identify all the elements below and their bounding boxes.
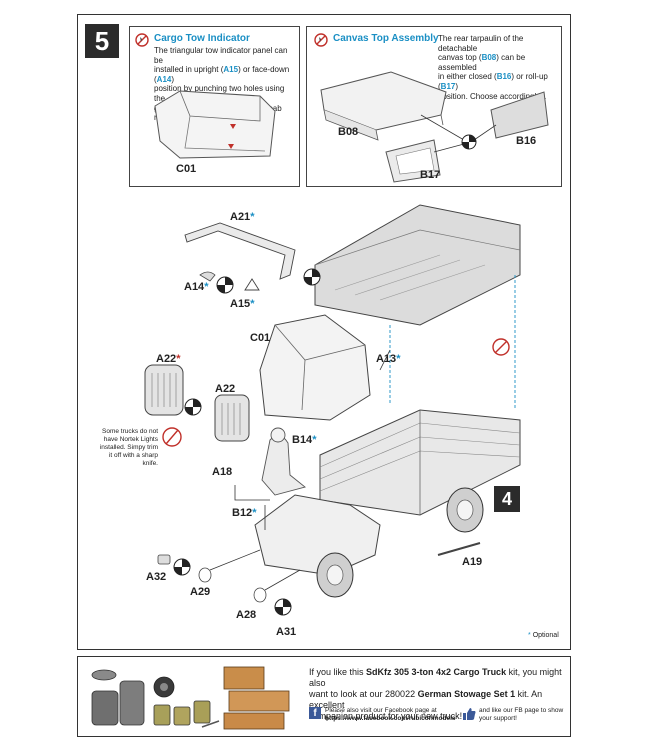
truck-assembly-drawing: [144, 204, 521, 616]
prohibited-glue-icon: [492, 338, 510, 356]
prohibited-glue-icon: [135, 33, 149, 47]
label-a31: A31: [276, 626, 297, 638]
footer-promo-text: If you like this SdKfz 305 3-ton 4x2 Car…: [309, 667, 562, 721]
glue-point-icon: [216, 276, 234, 294]
label-b17: B17: [420, 169, 441, 181]
canvas-top-title: Canvas Top Assembly: [333, 33, 439, 44]
label-b16: B16: [516, 135, 537, 147]
label-a18: A18: [212, 466, 233, 478]
label-a29: A29: [190, 586, 211, 598]
step-number-badge: 5: [85, 24, 119, 58]
label-b08: B08: [338, 126, 359, 138]
label-a22-red: A22*: [156, 353, 181, 365]
instruction-frame: [77, 14, 571, 650]
stowage-set-illustration: [91, 666, 290, 730]
facebook-icon: f: [309, 707, 321, 719]
label-a14: A14*: [184, 281, 209, 293]
canvas-top-drawing: [320, 71, 549, 183]
label-a32: A32: [146, 571, 167, 583]
glue-point-icon: [303, 268, 321, 286]
nortek-lights-note: Some trucks do not have Nortek Lights in…: [99, 428, 158, 467]
label-a22: A22: [215, 383, 236, 395]
label-a15: A15*: [230, 298, 255, 310]
label-c01-detail: C01: [176, 163, 197, 175]
label-a19: A19: [462, 556, 483, 568]
footer-ad-panel: If you like this SdKfz 305 3-ton 4x2 Car…: [77, 656, 571, 737]
label-b12: B12*: [232, 507, 257, 519]
prohibited-glue-icon: [314, 33, 328, 47]
glue-point-icon: [173, 558, 191, 576]
label-c01: C01: [250, 332, 271, 344]
label-a28: A28: [236, 609, 257, 621]
optional-legend: * Optional: [528, 632, 559, 639]
label-a13: A13*: [376, 353, 401, 365]
glue-point-icon: [274, 598, 292, 616]
label-b14: B14*: [292, 434, 317, 446]
tow-indicator-title: Cargo Tow Indicator: [154, 33, 250, 44]
canvas-top-text: The rear tarpaulin of the detachable can…: [438, 34, 548, 101]
prohibited-glue-icon: [162, 427, 182, 447]
like-page-text: and like our FB page to show your suppor…: [479, 707, 564, 722]
thumbs-up-icon: [463, 708, 476, 720]
cab-roof-drawing: [154, 90, 276, 159]
glue-point-icon: [184, 398, 202, 416]
sub-step-badge: 4: [494, 486, 520, 512]
facebook-link-text[interactable]: Please also visit our Facebook page at h…: [325, 707, 456, 722]
label-a21: A21*: [230, 211, 255, 223]
